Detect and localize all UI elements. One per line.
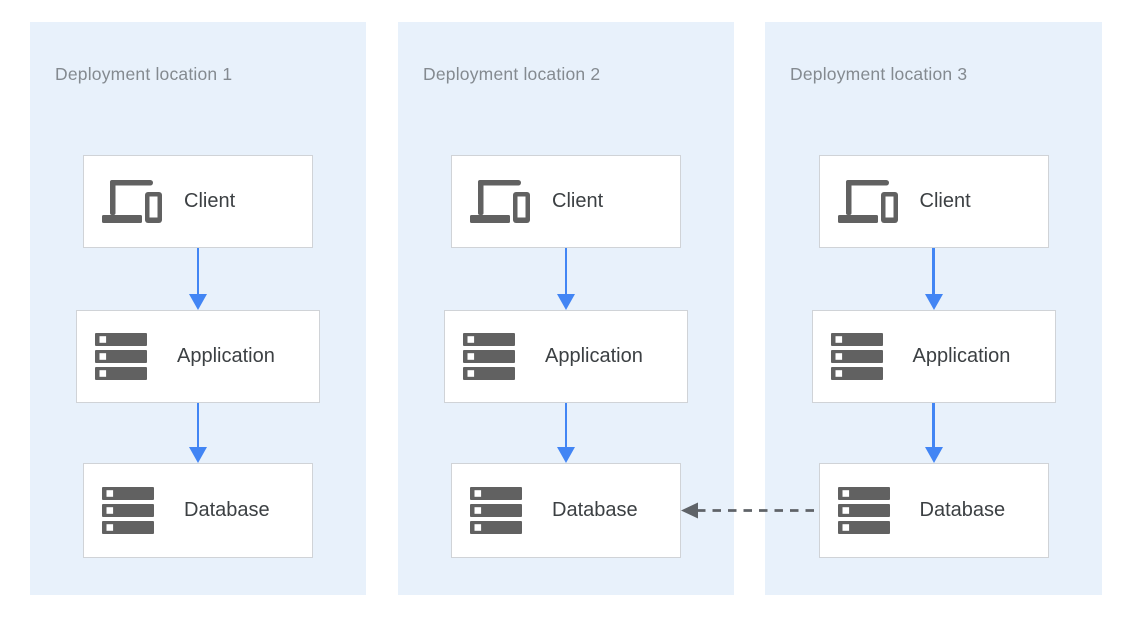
application-node: Application (444, 310, 688, 403)
arrow-application-to-database (189, 403, 207, 463)
database-node: Database (818, 463, 1049, 558)
node-label: Application (912, 345, 1011, 367)
application-node: Application (811, 310, 1056, 403)
deployment-panel-2: Deployment location 2 Client (398, 22, 734, 595)
node-label: Database (552, 499, 638, 521)
client-node: Client (83, 155, 313, 248)
panel-title: Deployment location 2 (423, 64, 601, 84)
database-node: Database (83, 463, 313, 558)
database-node: Database (451, 463, 681, 558)
devices-icon (837, 180, 900, 223)
arrow-application-to-database (924, 403, 943, 463)
arrow-client-to-application (557, 248, 575, 310)
panel-title: Deployment location 3 (790, 64, 968, 84)
arrow-application-to-database (557, 403, 575, 463)
server-icon (470, 487, 532, 534)
client-node: Client (451, 155, 681, 248)
server-icon (102, 487, 164, 534)
node-label: Client (552, 190, 604, 212)
deployment-panel-3: Deployment location 3 Client (765, 22, 1102, 595)
arrow-client-to-application (189, 248, 207, 310)
devices-icon (102, 180, 164, 223)
deployment-panel-1: Deployment location 1 Client (30, 22, 366, 595)
node-label: Client (184, 190, 236, 212)
server-icon (463, 333, 525, 380)
server-icon (95, 333, 157, 380)
node-label: Application (545, 345, 643, 367)
application-node: Application (76, 310, 320, 403)
node-label: Application (177, 345, 275, 367)
devices-icon (470, 180, 532, 223)
client-node: Client (818, 155, 1049, 248)
server-icon (830, 333, 893, 380)
server-icon (837, 487, 900, 534)
node-label: Database (184, 499, 270, 521)
node-label: Client (919, 190, 971, 212)
node-label: Database (919, 499, 1006, 521)
panel-title: Deployment location 1 (55, 64, 233, 84)
arrow-client-to-application (924, 248, 943, 310)
